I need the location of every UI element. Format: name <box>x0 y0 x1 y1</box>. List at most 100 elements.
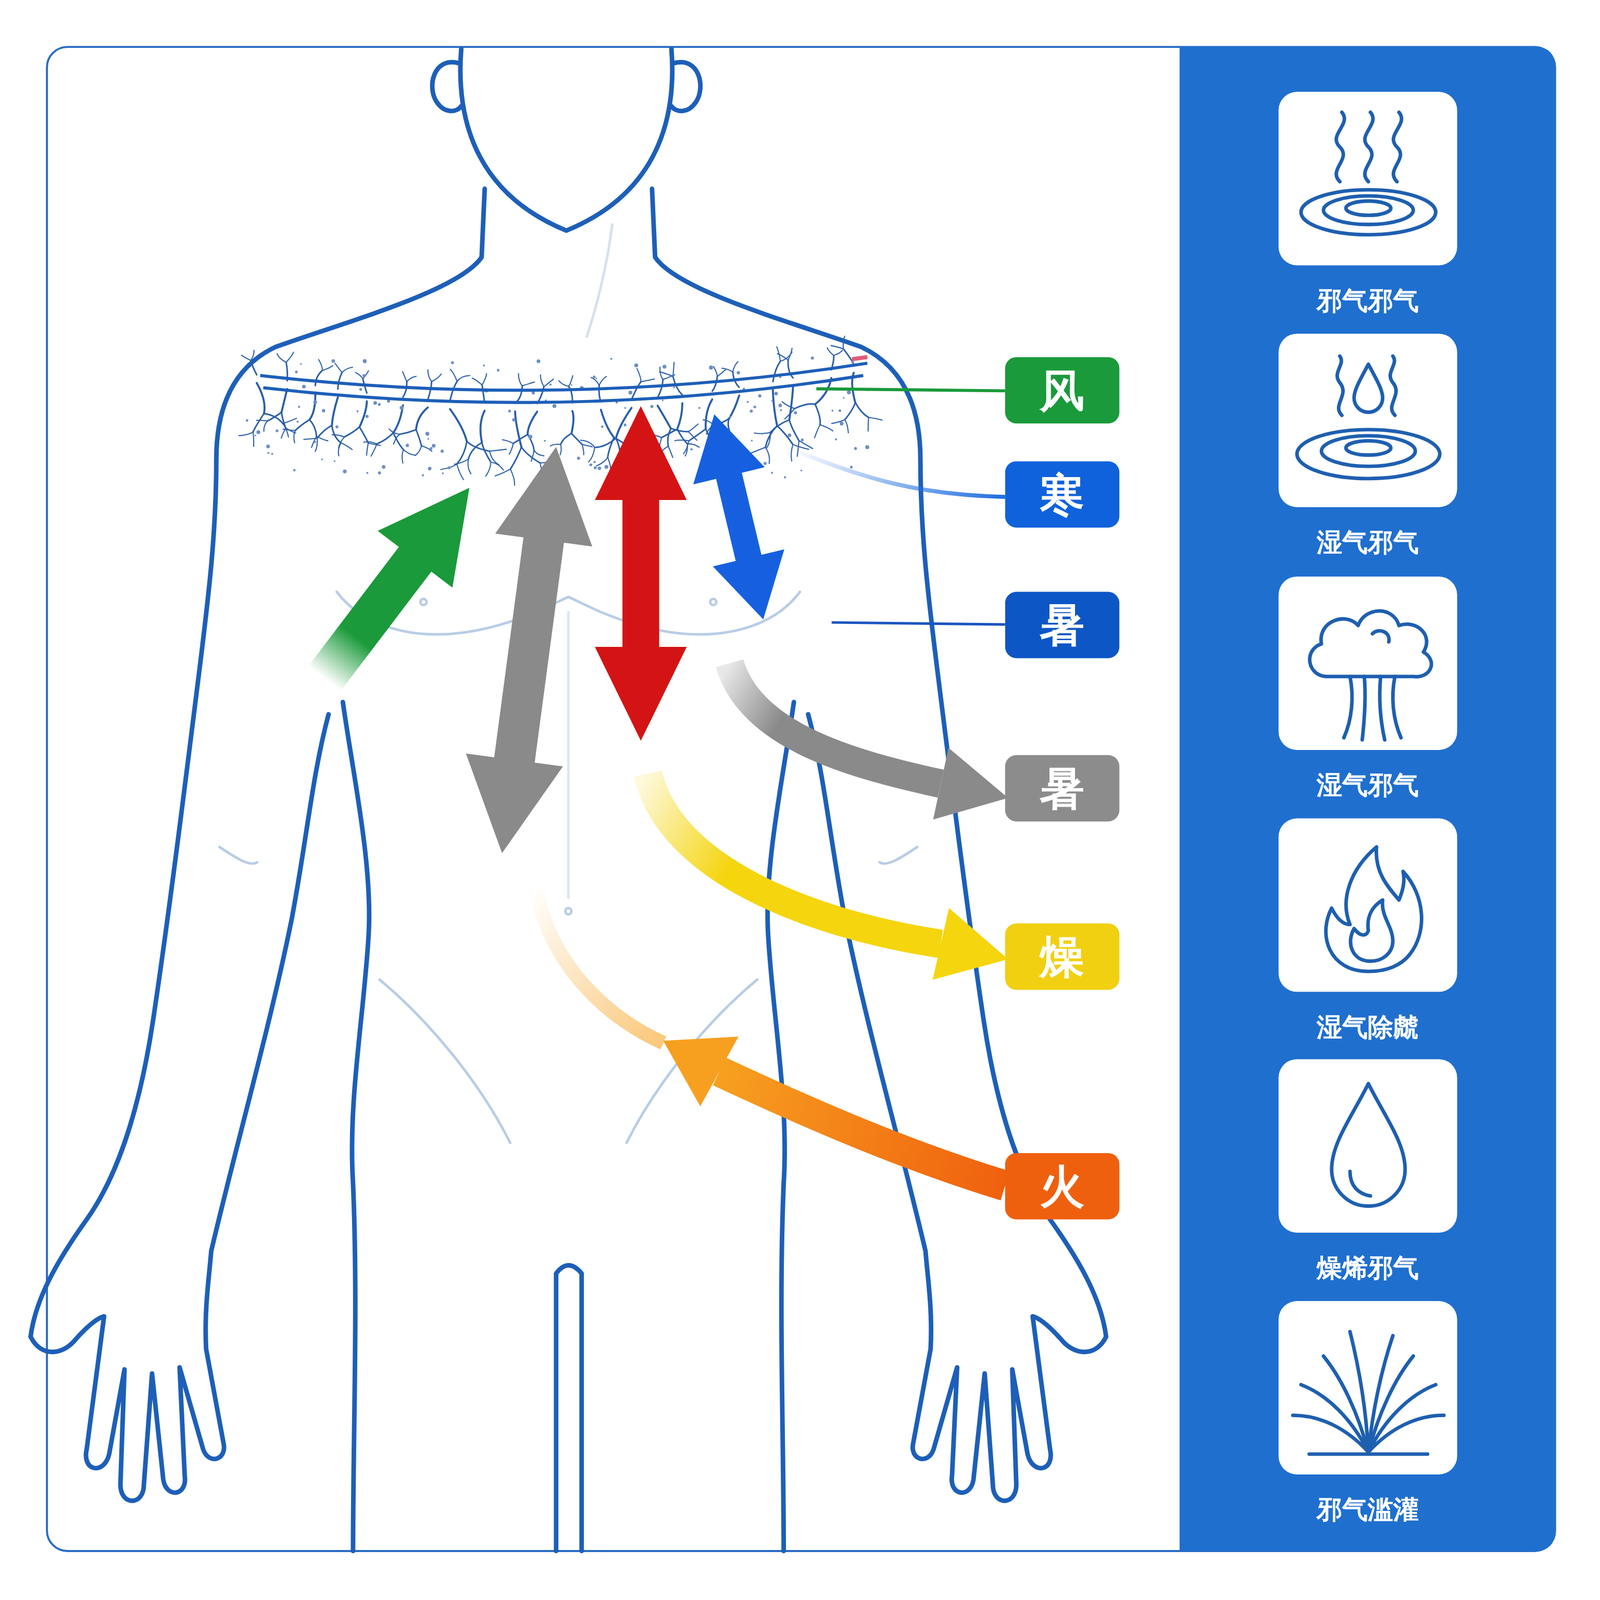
vein <box>510 447 522 470</box>
vein-dot <box>736 371 741 375</box>
vein <box>677 429 688 444</box>
body-outline <box>30 48 1107 1552</box>
vein <box>281 389 288 413</box>
vein-dot <box>800 438 804 442</box>
arrow-head <box>663 1036 739 1107</box>
vein-dot <box>378 403 381 406</box>
vein <box>560 444 562 455</box>
vein <box>331 425 341 444</box>
vein <box>789 385 793 420</box>
vein-dot <box>421 473 424 477</box>
evil-label: 燥 <box>1005 923 1120 990</box>
vein <box>427 381 432 400</box>
ear <box>671 61 701 111</box>
torso-outline <box>342 702 370 1552</box>
vein <box>332 434 345 438</box>
evil-label: 暑 <box>1005 591 1120 658</box>
vein-dot <box>366 471 369 474</box>
vein-dot <box>399 405 404 410</box>
vein-dot <box>751 439 753 442</box>
vein-dot <box>838 409 842 412</box>
vein-dot <box>254 434 257 437</box>
vein-dot <box>511 418 516 422</box>
evil-name: 暑 <box>1039 765 1085 811</box>
grass-blade <box>1368 1356 1414 1453</box>
vein <box>683 440 689 454</box>
drop-shape <box>1354 364 1383 412</box>
icon-panel <box>1179 46 1556 1552</box>
vein <box>393 434 400 445</box>
vein-dot <box>780 409 783 412</box>
vein-dot <box>335 425 339 429</box>
vein <box>855 402 869 418</box>
evil-label: 风 <box>1005 357 1120 424</box>
vein-dot <box>628 390 633 395</box>
vein-dot <box>331 359 335 364</box>
vein <box>489 449 507 452</box>
head-outline <box>460 48 673 231</box>
vein <box>359 427 369 444</box>
vein <box>844 419 849 433</box>
vein <box>672 362 674 377</box>
vein-dot <box>482 364 485 367</box>
vein <box>677 403 683 430</box>
body-half <box>30 188 485 1552</box>
vein-dot <box>373 401 378 405</box>
tile-icon <box>1278 333 1458 508</box>
clavicle-line <box>263 375 864 403</box>
arrow-shape <box>466 446 593 854</box>
evil-name: 燥 <box>1039 934 1085 980</box>
vein-dot <box>662 364 667 369</box>
vein-dot <box>623 423 627 427</box>
vein <box>402 371 407 382</box>
ripple <box>1345 201 1391 216</box>
vein-dot <box>771 400 773 402</box>
navel <box>565 908 572 915</box>
ripple <box>1321 435 1416 467</box>
evil-name: 风 <box>1039 367 1085 413</box>
vein-dot <box>294 370 298 374</box>
clavicle-band <box>260 363 868 403</box>
vein <box>688 423 698 432</box>
vein <box>267 412 282 422</box>
vein-dot <box>427 438 430 441</box>
vein <box>427 369 432 382</box>
vein <box>309 419 317 437</box>
vein <box>713 366 718 377</box>
stem-line <box>1343 676 1353 739</box>
neck-line <box>586 224 613 337</box>
vein <box>282 423 289 437</box>
vein-dot <box>800 469 803 472</box>
vein <box>515 385 523 404</box>
vein <box>250 360 257 375</box>
cloud-detail <box>1372 630 1390 642</box>
ripple <box>1323 195 1414 225</box>
vein <box>393 432 404 450</box>
vein <box>770 419 790 433</box>
vein <box>522 382 535 386</box>
vein <box>667 428 671 447</box>
vein <box>440 464 457 470</box>
vein-dot <box>778 403 783 408</box>
vein <box>277 353 286 363</box>
vein <box>531 450 534 461</box>
vein-dot <box>831 409 834 412</box>
evil-name: 火 <box>1039 1163 1085 1209</box>
vein-dot <box>729 415 732 418</box>
vein <box>712 376 718 392</box>
vein <box>467 459 471 474</box>
stem-line <box>1379 676 1385 740</box>
vein-dot <box>746 401 749 404</box>
vein <box>784 408 795 419</box>
vein <box>717 369 726 377</box>
icon-tile: 湿气邪气 <box>1278 576 1458 750</box>
arrow-shaft <box>719 1071 1006 1186</box>
tile-caption: 湿气除虤 <box>1237 1010 1498 1045</box>
vein <box>456 464 464 480</box>
vein <box>402 449 404 464</box>
vein <box>582 444 593 447</box>
vein <box>457 375 470 382</box>
vein <box>550 444 561 446</box>
vein-dot <box>451 360 455 365</box>
